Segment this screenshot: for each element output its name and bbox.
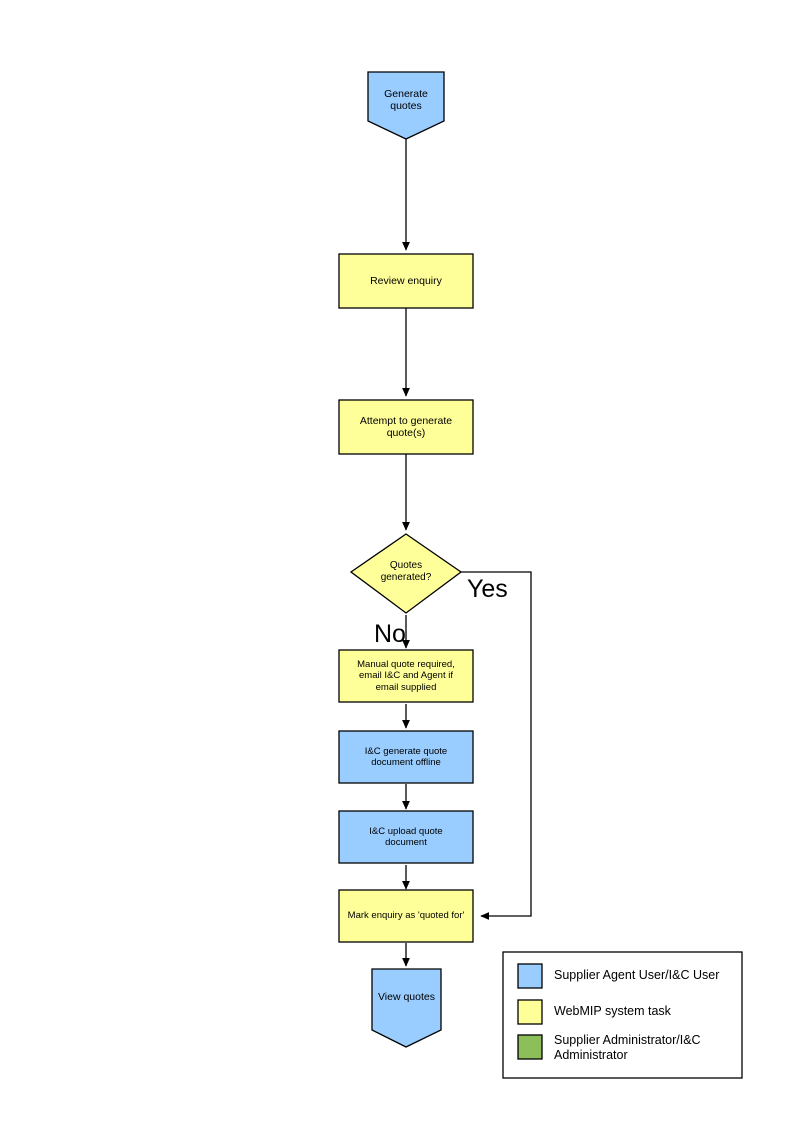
edge-decision-yes-to-mark bbox=[461, 571, 532, 920]
node-generate-quotes[interactable] bbox=[367, 71, 445, 140]
legend-frame bbox=[502, 951, 743, 1079]
legend-swatch-admin-task bbox=[517, 1034, 543, 1060]
legend-swatch-user-task bbox=[517, 963, 543, 989]
node-mark-enquiry-quoted-for[interactable] bbox=[338, 889, 474, 943]
legend-label-system-task: WebMIP system task bbox=[554, 1004, 671, 1018]
branch-label-no: No bbox=[374, 620, 406, 648]
node-view-quotes[interactable] bbox=[371, 968, 442, 1048]
legend-swatch-system-task bbox=[517, 999, 543, 1025]
branch-label-yes: Yes bbox=[467, 575, 508, 603]
node-ic-generate-quote-offline[interactable] bbox=[338, 730, 474, 784]
node-attempt-generate-quotes[interactable] bbox=[338, 399, 474, 455]
legend-label-user-task: Supplier Agent User/I&C User bbox=[554, 968, 720, 982]
legend-label-admin-task: Supplier Administrator/I&C Administrator bbox=[554, 1033, 701, 1063]
node-ic-upload-quote-document[interactable] bbox=[338, 810, 474, 864]
node-review-enquiry[interactable] bbox=[338, 253, 474, 309]
connectors bbox=[401, 139, 532, 967]
node-quotes-generated-decision[interactable] bbox=[349, 533, 463, 614]
node-manual-quote-required[interactable] bbox=[338, 649, 474, 703]
